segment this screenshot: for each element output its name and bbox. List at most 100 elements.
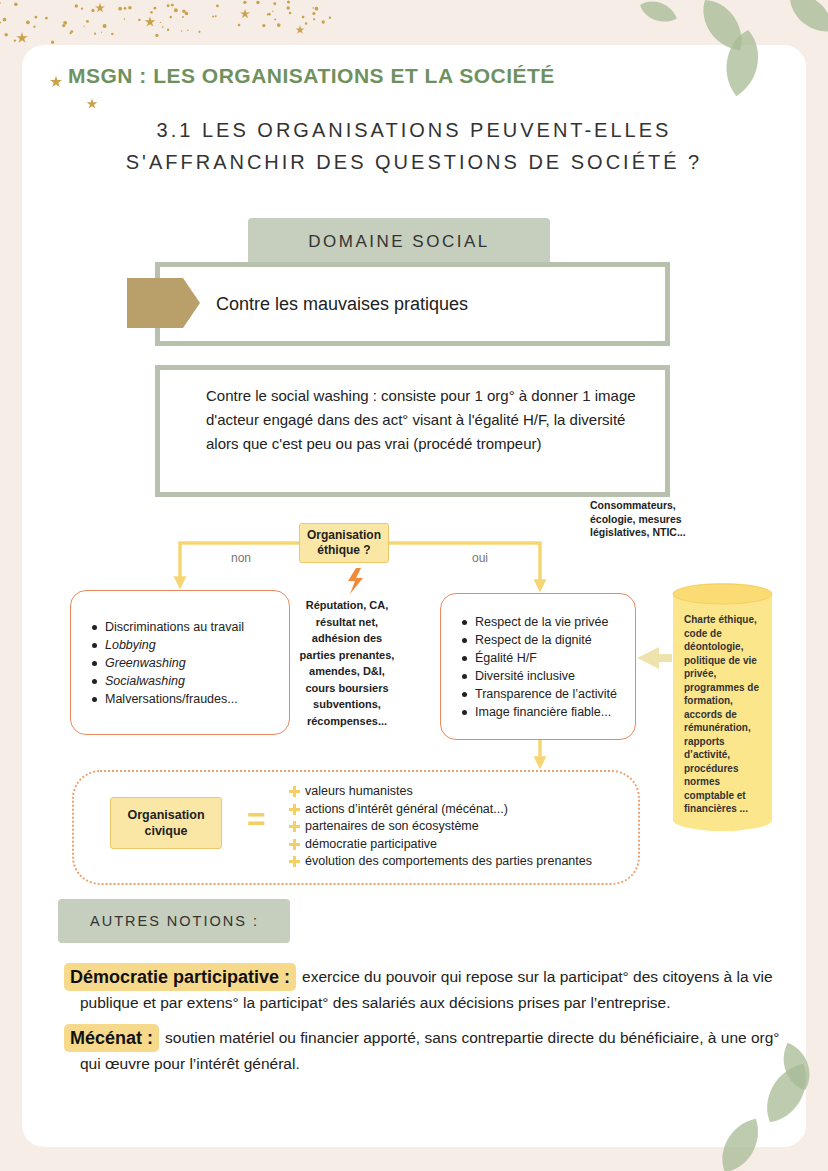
- section-band: AUTRES NOTIONS :: [58, 899, 290, 943]
- list-item: Image financière fiable...: [459, 703, 627, 721]
- gold-dot: [14, 3, 18, 7]
- gold-dot: [256, 1, 259, 4]
- gold-star: [296, 25, 305, 34]
- equals-sign: =: [247, 803, 266, 835]
- list-item: Transparence de l’activité: [459, 685, 627, 703]
- gold-dot: [75, 4, 78, 7]
- term-highlight: Mécénat :: [64, 1024, 159, 1052]
- gold-dot: [167, 4, 170, 7]
- gold-dot: [313, 18, 315, 20]
- gold-dot: [182, 10, 185, 13]
- gold-dot: [305, 22, 307, 24]
- gold-dot: [154, 7, 157, 10]
- leaf: [782, 0, 828, 41]
- gold-dot: [69, 32, 71, 34]
- bullet-dot: [462, 620, 467, 625]
- gold-dot: [272, 11, 273, 12]
- definition-text: exercice du pouvoir qui repose sur la pa…: [80, 964, 802, 1016]
- gold-dot: [243, 1, 246, 4]
- gold-dot: [277, 23, 281, 27]
- gold-dot: [103, 24, 107, 28]
- gold-dot: [182, 16, 184, 18]
- node-text: Organisation civique: [115, 807, 217, 839]
- arrow-connector: [180, 543, 299, 577]
- list-item: démocratie participative: [289, 836, 628, 854]
- plus-mark: [289, 856, 300, 867]
- bullet-dot: [92, 643, 97, 648]
- list-item: partenaires de son écosystème: [289, 818, 628, 836]
- plus-mark: [289, 839, 300, 850]
- gold-dot: [33, 26, 35, 28]
- gold-dot: [273, 2, 276, 5]
- gold-dot: [51, 41, 54, 44]
- arrow-connector: [658, 654, 672, 662]
- list-item: Respect de la vie privée: [459, 613, 627, 631]
- gold-dot: [124, 18, 125, 19]
- section-header: MSGN : LES ORGANISATIONS ET LA SOCIÉTÉ: [68, 64, 555, 88]
- bullet-dot: [92, 625, 97, 630]
- list-item: Lobbying: [89, 636, 281, 654]
- gold-dot: [215, 15, 217, 17]
- term-highlight: Démocratie participative :: [64, 963, 296, 991]
- gold-star: [16, 32, 27, 43]
- gold-dot: [118, 7, 122, 11]
- bullet-dot: [462, 638, 467, 643]
- gold-star: [145, 16, 156, 26]
- gold-star: [50, 76, 62, 87]
- plus-mark: [289, 786, 300, 797]
- gold-dot: [274, 18, 276, 20]
- plus-mark: [289, 804, 300, 815]
- node-text: DOMAINE SOCIAL: [308, 232, 489, 252]
- bullet-dot: [92, 679, 97, 684]
- page-title: 3.1 LES ORGANISATIONS PEUVENT-ELLES S'AF…: [64, 114, 764, 178]
- rule-box: Contre les mauvaises pratiques: [155, 262, 670, 346]
- gold-star: [240, 9, 250, 18]
- gold-dot: [14, 39, 16, 41]
- gold-star: [95, 3, 105, 12]
- gold-dot: [268, 13, 271, 16]
- gold-dot: [94, 33, 96, 35]
- list-item: évolution des comportements des parties …: [289, 853, 628, 871]
- edge-label: oui: [470, 551, 490, 565]
- gold-dot: [329, 16, 331, 18]
- gold-dot: [150, 11, 153, 14]
- gold-dot: [128, 6, 132, 10]
- gold-dot: [170, 16, 173, 19]
- gold-dot: [198, 31, 200, 33]
- list-item: Diversité inclusive: [459, 667, 627, 685]
- bullet-dot: [462, 710, 467, 715]
- leaf: [713, 1112, 768, 1171]
- gold-dot: [4, 33, 7, 36]
- leaf: [637, 0, 680, 27]
- gold-dot: [322, 20, 325, 23]
- node-text: Contre le social washing : consiste pour…: [206, 384, 647, 456]
- arrow-connector: [389, 543, 540, 580]
- list-item: Égalité H/F: [459, 649, 627, 667]
- gold-star: [87, 98, 98, 108]
- practice-list-box: Discriminations au travailLobbyingGreenw…: [70, 590, 290, 735]
- arrow-connector: [538, 740, 542, 757]
- gold-dot: [101, 32, 102, 33]
- decision-box: Organisation éthique ?: [299, 523, 389, 563]
- gold-dot: [138, 19, 140, 21]
- gold-dot: [92, 10, 94, 12]
- bullet-dot: [92, 661, 97, 666]
- gold-dot: [212, 16, 214, 18]
- leaf: [721, 27, 763, 98]
- gold-dot: [287, 0, 290, 3]
- bullet-dot: [462, 674, 467, 679]
- plus-mark: [289, 821, 300, 832]
- gold-dot: [302, 16, 305, 19]
- node-text: Organisation éthique ?: [303, 528, 385, 558]
- gold-dot: [312, 12, 315, 15]
- civic-box: Organisation civique: [110, 797, 222, 849]
- gold-dot: [155, 34, 158, 37]
- gold-dot: [86, 20, 89, 23]
- bullet-dot: [462, 656, 467, 661]
- list-item: valeurs humanistes: [289, 783, 628, 801]
- gold-dot: [187, 29, 189, 31]
- tools-cylinder: Charte éthique, code de déontologie, pol…: [672, 583, 773, 831]
- gold-dot: [0, 22, 1, 24]
- card: [22, 45, 806, 1147]
